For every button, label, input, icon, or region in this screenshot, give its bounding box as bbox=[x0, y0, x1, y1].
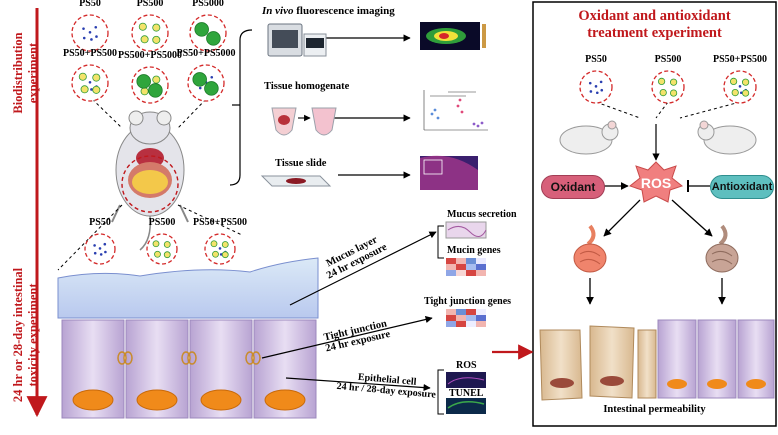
toxicity-axis-label: 24 hr or 28-day intestinal toxicity expe… bbox=[11, 235, 41, 435]
permeability-label: Intestinal permeability bbox=[603, 404, 706, 415]
particle-group-label: PS50 bbox=[89, 217, 111, 228]
particle-circle bbox=[71, 64, 109, 102]
particle-group: PS5000 bbox=[186, 0, 230, 52]
particle-group-label: PS50+PS500 bbox=[712, 54, 768, 65]
particle-circle bbox=[579, 70, 613, 104]
particle-group-label: PS50+PS500 bbox=[192, 217, 248, 228]
ros-star bbox=[628, 161, 684, 203]
particle-circle bbox=[84, 233, 116, 265]
panel-title-line1: Oxidant and antioxidant bbox=[578, 8, 731, 24]
homogenate-label: Tissue homogenate bbox=[264, 81, 350, 92]
particle-circle bbox=[146, 233, 178, 265]
particle-circle bbox=[651, 70, 685, 104]
gut-right bbox=[705, 224, 739, 273]
slide-label: Tissue slide bbox=[275, 158, 327, 169]
epithelial-cells bbox=[61, 319, 317, 419]
axis-label-line: Biodistribution bbox=[11, 32, 25, 114]
imaging-title: In vivo fluorescence imaging bbox=[262, 5, 395, 17]
particle-circle bbox=[204, 233, 236, 265]
antioxidant-pill: Antioxidant bbox=[710, 175, 774, 199]
particle-group-label: PS50 bbox=[585, 54, 607, 65]
damaged-cells bbox=[539, 325, 657, 401]
particle-group-label: PS500+PS5000 bbox=[117, 50, 183, 61]
particle-circle bbox=[187, 64, 225, 102]
particle-group-label: PS5000 bbox=[192, 0, 224, 9]
particle-group: PS500 bbox=[648, 54, 688, 104]
gut-left bbox=[573, 224, 607, 273]
imaging-title-rest: fluorescence imaging bbox=[293, 5, 395, 17]
particle-circle bbox=[131, 66, 169, 104]
particle-circle bbox=[189, 14, 227, 52]
axis-label-line: toxicity experiment bbox=[26, 283, 40, 387]
particle-group-label: PS50+PS500 bbox=[62, 48, 118, 59]
particle-group-label: PS50+PS5000 bbox=[176, 48, 236, 59]
mouse-right bbox=[697, 120, 757, 155]
ros-center-label: ROS bbox=[640, 175, 672, 191]
particle-group: PS50+PS500 bbox=[63, 48, 117, 102]
tight-junction-heatmap bbox=[446, 309, 486, 327]
particle-circle bbox=[71, 14, 109, 52]
oxidant-pill: Oxidant bbox=[541, 175, 605, 199]
mucus-secretion-label: Mucus secretion bbox=[447, 209, 517, 220]
oxidant-panel-title: Oxidant and antioxidant treatment experi… bbox=[533, 8, 776, 42]
mucin-genes-label: Mucin genes bbox=[447, 245, 501, 256]
particle-group: PS50 bbox=[68, 0, 112, 52]
particle-group-label: PS500 bbox=[136, 0, 164, 9]
axis-label-line: experiment bbox=[26, 42, 40, 104]
particle-group: PS500+PS5000 bbox=[118, 50, 182, 104]
axis-label-line: 24 hr or 28-day intestinal bbox=[11, 267, 25, 403]
particle-circle bbox=[723, 70, 757, 104]
tunel-label: TUNEL bbox=[449, 388, 484, 399]
particle-group: PS50+PS5000 bbox=[176, 48, 236, 102]
ros-result-label: ROS bbox=[456, 360, 477, 371]
particle-group-label: PS50 bbox=[79, 0, 101, 9]
panel-title-line2: treatment experiment bbox=[587, 25, 722, 41]
tight-junction-genes-label: Tight junction genes bbox=[424, 296, 512, 307]
mucin-heatmap bbox=[446, 258, 486, 276]
particle-group: PS500 bbox=[128, 0, 172, 52]
particle-group: PS50+PS500 bbox=[713, 54, 767, 104]
particle-group-label: PS500 bbox=[148, 217, 176, 228]
particle-group: PS500 bbox=[143, 217, 181, 265]
imaging-title-italic: In vivo bbox=[262, 5, 294, 17]
particle-circle bbox=[131, 14, 169, 52]
particle-group: PS50 bbox=[576, 54, 616, 104]
healthy-cells bbox=[657, 319, 775, 399]
particle-group-label: PS500 bbox=[654, 54, 682, 65]
particle-group: PS50 bbox=[81, 217, 119, 265]
mucus-layer bbox=[57, 257, 319, 319]
mouse-left bbox=[559, 120, 619, 155]
particle-group: PS50+PS500 bbox=[193, 217, 247, 265]
mouse-illustration bbox=[111, 110, 189, 251]
biodistribution-axis-label: Biodistribution experiment bbox=[11, 13, 41, 133]
